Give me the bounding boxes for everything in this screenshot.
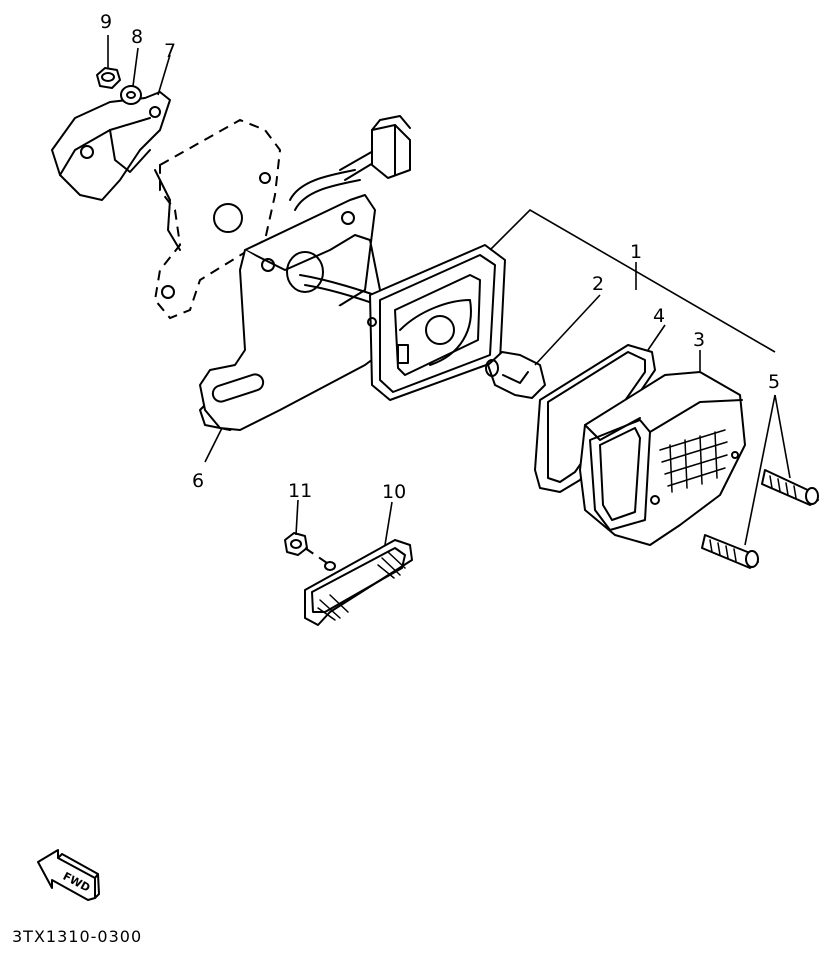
leader-lines — [107, 35, 791, 546]
callout-1: 1 — [630, 241, 642, 263]
screw-5-lower — [701, 534, 759, 569]
callout-5: 5 — [768, 371, 780, 393]
lamp-base-housing — [367, 244, 506, 401]
frame-bracket-outline — [153, 118, 282, 320]
callout-4: 4 — [653, 305, 665, 327]
callout-6: 6 — [192, 470, 204, 492]
screw-5-upper — [761, 469, 819, 506]
washer-8 — [120, 85, 142, 105]
license-plate-bracket-6 — [199, 194, 386, 431]
bulb-2 — [485, 351, 546, 399]
callout-7: 7 — [164, 40, 176, 62]
bracket-7 — [51, 91, 181, 251]
tail-lens-3 — [579, 371, 746, 546]
nut-11 — [284, 532, 331, 566]
callout-2: 2 — [592, 273, 604, 295]
lens-grid-pattern — [659, 429, 728, 493]
callout-10: 10 — [382, 481, 406, 503]
callout-9: 9 — [100, 11, 112, 33]
callout-11: 11 — [288, 480, 312, 502]
nut-9 — [96, 67, 121, 89]
fwd-arrow-icon: FWD — [37, 849, 100, 901]
reflector-10 — [304, 539, 413, 626]
callout-3: 3 — [693, 329, 705, 351]
callout-8: 8 — [131, 26, 143, 48]
diagram-part-code: 3TX1310-0300 — [12, 927, 142, 946]
